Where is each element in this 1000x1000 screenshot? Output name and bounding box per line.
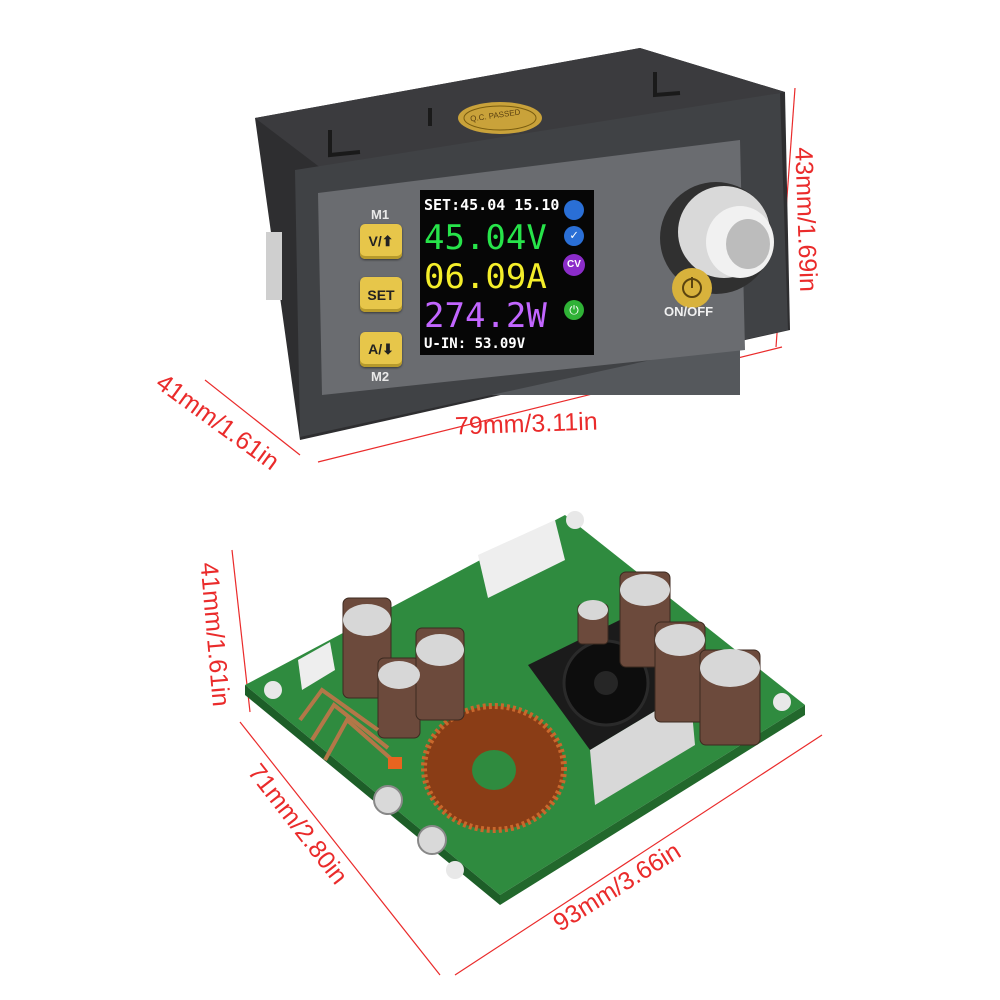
output-on-icon: ⏻ (564, 300, 584, 320)
voltage-up-button[interactable]: V/⬆ (360, 224, 402, 259)
pcb-board (245, 511, 805, 905)
set-line: SET:45.04 15.10 (424, 196, 560, 214)
dimension-panel-width: 79mm/3.11in (454, 407, 599, 441)
knob (660, 182, 774, 294)
input-voltage-line: U-IN: 53.09V (424, 336, 526, 352)
check-icon: ✓ (564, 226, 584, 246)
voltage-readout: 45.04V (424, 218, 547, 258)
m1-label: M1 (371, 207, 390, 222)
current-readout: 06.09A (424, 257, 547, 297)
lock-icon (564, 200, 584, 220)
m2-label: M2 (371, 369, 390, 384)
qc-sticker (458, 102, 542, 134)
dimension-panel-height: 43mm/1.69in (789, 146, 823, 293)
cv-mode-badge: CV (563, 254, 585, 276)
set-button[interactable]: SET (360, 277, 402, 312)
power-button-shape (672, 268, 712, 308)
current-down-button[interactable]: A/⬇ (360, 332, 402, 367)
lcd-screen: SET:45.04 15.10 45.04V 06.09A 274.2W U-I… (420, 190, 594, 355)
power-readout: 274.2W (424, 296, 547, 336)
power-label: ON/OFF (664, 304, 714, 319)
